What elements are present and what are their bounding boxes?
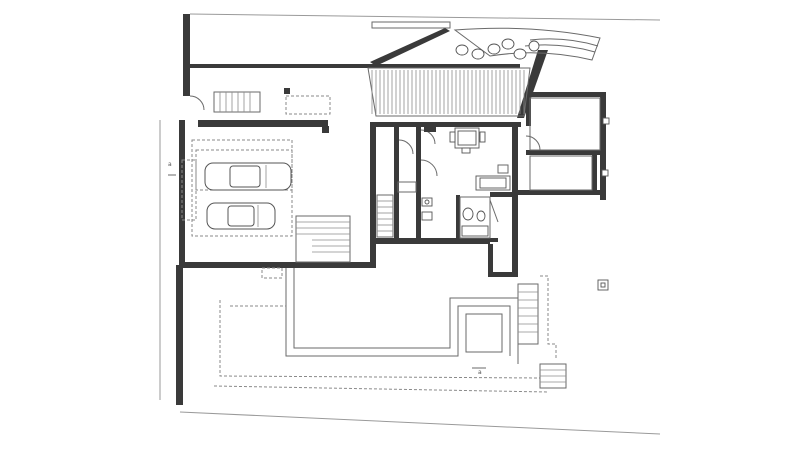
upper-left-stairs — [189, 88, 331, 133]
exterior-walls — [176, 14, 548, 405]
garage-stairs — [295, 215, 351, 263]
service-stairs — [376, 181, 417, 238]
svg-text:a: a — [168, 161, 172, 168]
right-rooms — [518, 92, 610, 200]
entrance-steps — [371, 21, 601, 61]
garage — [168, 139, 293, 237]
stair-outline — [367, 67, 531, 117]
car-top — [204, 162, 292, 191]
terrace-outlines — [213, 267, 549, 393]
garden-steps — [517, 275, 609, 389]
svg-text:a: a — [478, 369, 482, 376]
car-bottom — [206, 202, 276, 230]
section-marker-bottom: a — [472, 367, 486, 376]
site-boundary — [159, 13, 661, 435]
lounge — [398, 126, 511, 191]
main-staircase — [367, 67, 531, 117]
section-marker-left: a — [168, 161, 172, 168]
bathroom — [421, 196, 499, 239]
